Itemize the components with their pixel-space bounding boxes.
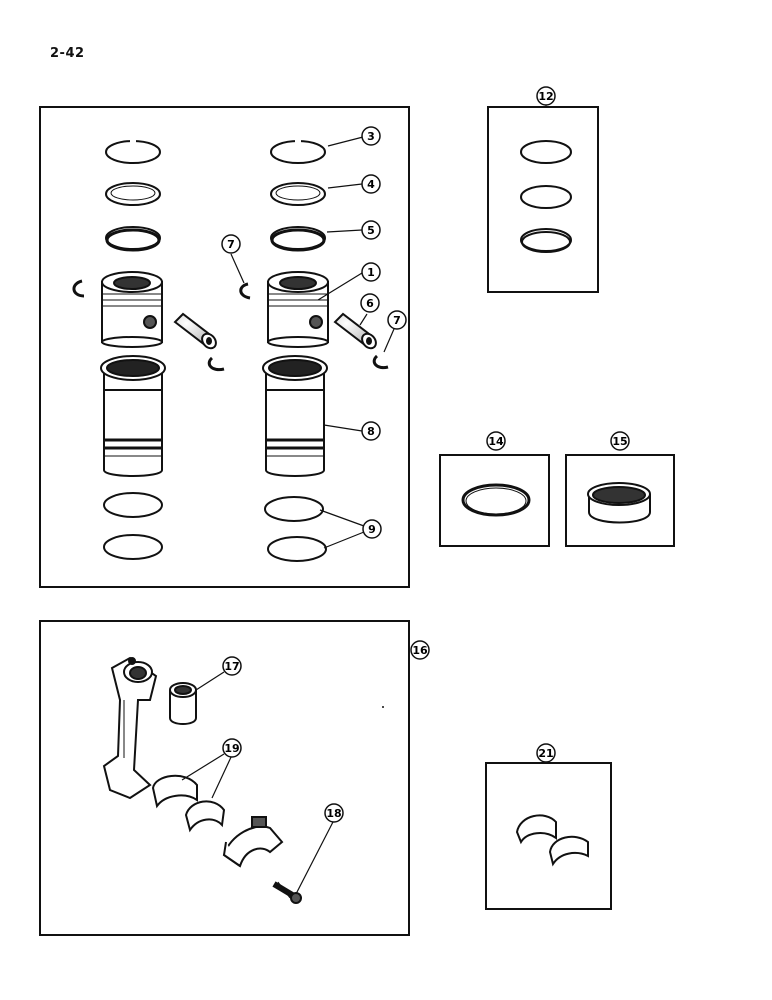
connecting-rod xyxy=(102,656,158,800)
rod-bearing-upper xyxy=(151,774,198,809)
left-seal-ring-2 xyxy=(103,534,163,560)
callout-rod-bearings: 19 xyxy=(222,738,242,758)
callout-sleeve-bushing: 15 xyxy=(610,431,630,451)
left-piston-ring-1 xyxy=(105,139,161,164)
right-piston-ring-1 xyxy=(270,139,326,164)
main-bearing-lower xyxy=(548,835,589,867)
rod-bolt xyxy=(272,881,302,904)
sleeve-bushing xyxy=(587,482,651,524)
main-bearing-upper xyxy=(515,814,557,845)
callout-cylinder-sleeve: 8 xyxy=(361,421,381,441)
callout-retainer-right: 7 xyxy=(387,310,407,330)
callout-number: 4 xyxy=(367,178,375,191)
callout-piston-ring-oil: 5 xyxy=(361,220,381,240)
right-seal-ring-2 xyxy=(267,536,327,562)
main-bearing-panel xyxy=(485,762,612,910)
callout-main-bearing: 21 xyxy=(536,743,556,763)
leader-lines-panel-1 xyxy=(230,136,395,549)
leader-lines-panel-16 xyxy=(181,671,335,895)
callout-number: 7 xyxy=(393,314,401,327)
sleeve-shim-panel xyxy=(439,454,550,547)
callout-connecting-rod-kit: 16 xyxy=(410,640,430,660)
callout-retainer-upper: 7 xyxy=(221,234,241,254)
callout-number: 8 xyxy=(367,425,375,438)
left-seal-ring-1 xyxy=(103,492,163,518)
callout-number: 7 xyxy=(227,238,235,251)
callout-number: 15 xyxy=(612,435,627,448)
right-piston-ring-2 xyxy=(270,182,326,206)
callout-number: 19 xyxy=(224,742,239,755)
sleeve-shim xyxy=(461,483,531,517)
piston-kit-panel xyxy=(39,106,410,588)
page-number: 2-42 xyxy=(50,46,85,61)
callout-number: 18 xyxy=(326,807,341,820)
callout-number: 1 xyxy=(367,266,375,279)
right-seal-ring-1 xyxy=(264,496,324,522)
connecting-rod-panel xyxy=(39,620,410,936)
ring-set-ring-2 xyxy=(520,185,572,209)
rod-bearing-lower xyxy=(184,800,226,833)
callout-number: 5 xyxy=(367,224,375,237)
left-piston xyxy=(101,271,163,348)
left-cylinder-sleeve xyxy=(100,355,166,477)
right-upper-retainer xyxy=(239,282,251,300)
sleeve-bushing-panel xyxy=(565,454,675,547)
left-piston-ring-2 xyxy=(105,182,161,206)
callout-rod-bolt: 18 xyxy=(324,803,344,823)
right-oil-ring xyxy=(270,226,326,252)
callout-number: 21 xyxy=(538,747,553,760)
left-retainer-clip xyxy=(72,279,85,298)
callout-number: 6 xyxy=(366,297,374,310)
left-pin-retainer xyxy=(207,356,225,372)
right-piston xyxy=(267,271,329,348)
ring-set-panel xyxy=(487,106,599,293)
right-cylinder-sleeve xyxy=(262,355,328,477)
callout-piston: 1 xyxy=(361,262,381,282)
callout-number: 16 xyxy=(412,644,428,657)
callout-number: 17 xyxy=(224,660,239,673)
callout-piston-ring-middle: 4 xyxy=(361,174,381,194)
callout-sleeve-seals: 9 xyxy=(362,519,382,539)
callout-number: 14 xyxy=(488,435,504,448)
rod-cap xyxy=(222,816,284,868)
callout-number: 9 xyxy=(368,523,376,536)
callout-number: 12 xyxy=(538,90,553,103)
callout-number: 3 xyxy=(367,130,375,143)
right-piston-pin xyxy=(333,312,377,350)
ring-set-ring-1 xyxy=(520,140,572,164)
callout-rod-bushing: 17 xyxy=(222,656,242,676)
rod-bushing xyxy=(169,682,197,725)
callout-piston-ring-top: 3 xyxy=(361,126,381,146)
callout-ring-set: 12 xyxy=(536,86,556,106)
left-piston-pin xyxy=(173,312,217,350)
callout-piston-pin: 6 xyxy=(360,293,380,313)
right-pin-retainer xyxy=(372,354,389,370)
left-oil-ring xyxy=(105,226,161,252)
callout-sleeve-shim: 14 xyxy=(486,431,506,451)
